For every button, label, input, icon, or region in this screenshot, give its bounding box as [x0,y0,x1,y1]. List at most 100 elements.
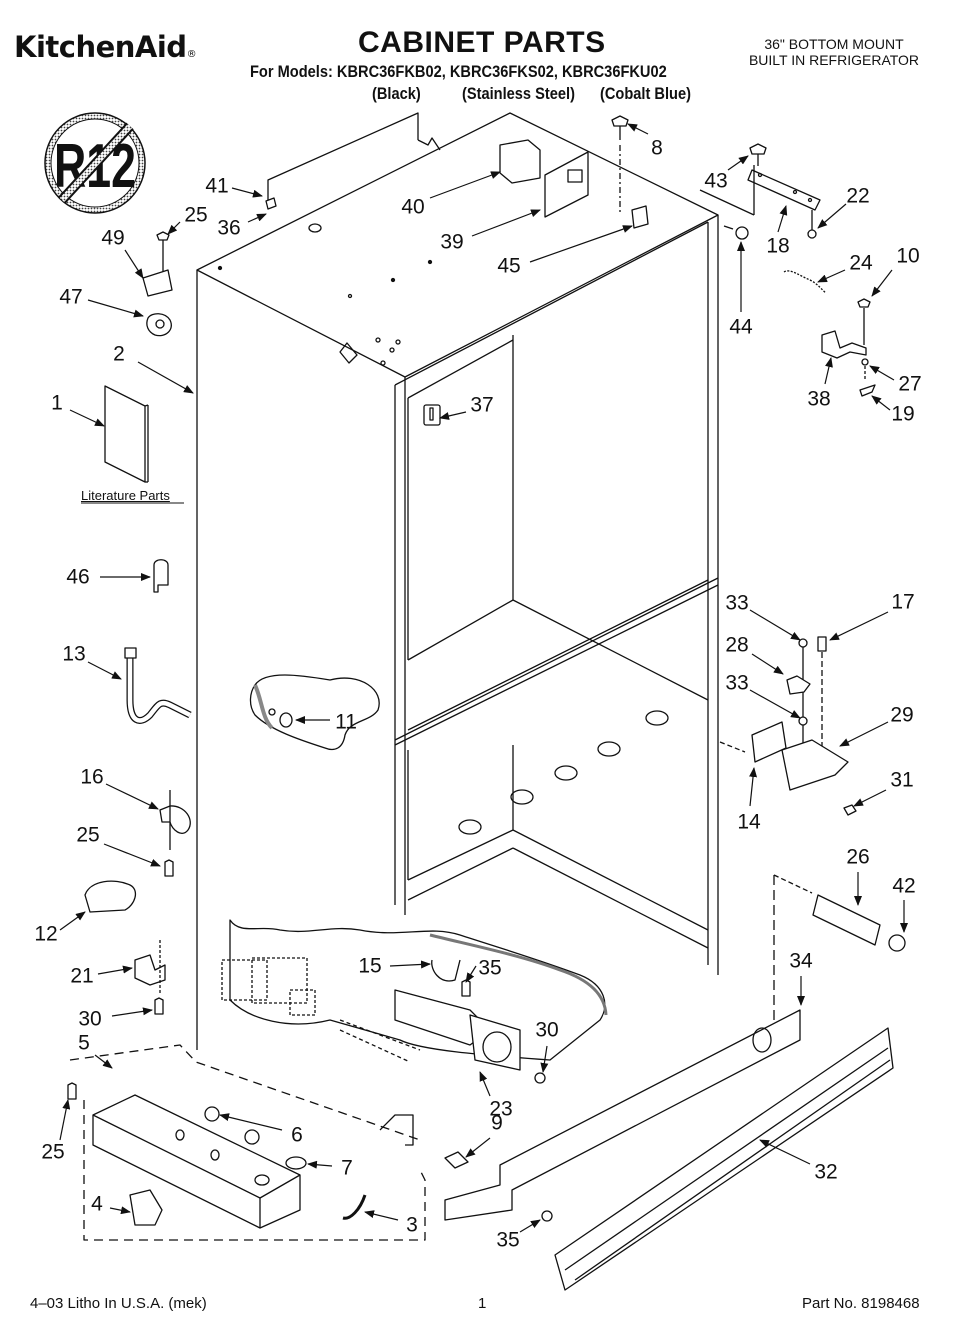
callout-30a: 30 [78,1007,102,1031]
callout-8: 8 [651,136,663,160]
brand-name: KitchenAid [14,30,187,64]
callout-11: 11 [335,710,357,734]
variant-cobalt: (Cobalt Blue) [600,84,691,103]
callout-31: 31 [890,768,914,792]
part-11-plug-cutaway [249,674,380,751]
callout-47: 47 [59,285,83,309]
callout-19: 19 [891,402,915,426]
brand-logo: KitchenAid® [14,30,197,64]
callout-arrow-33b [749,689,801,719]
callout-35b: 35 [496,1228,520,1252]
callout-25a: 25 [184,203,208,227]
callout-arrow-2 [137,361,194,394]
callout-4: 4 [91,1192,103,1216]
models-line: For Models: KBRC36FKB02, KBRC36FKS02, KB… [250,62,667,81]
callout-45: 45 [497,254,521,278]
callout-arrow-29 [839,721,889,747]
variant-stainless: (Stainless Steel) [462,84,575,103]
callout-27: 27 [898,372,922,396]
callout-arrow-31 [853,789,887,807]
callout-arrow-45 [529,225,633,263]
print-info: 4–03 Litho In U.S.A. (mek) [30,1295,207,1312]
callout-arrow-1 [69,409,105,427]
top-parts [142,115,876,397]
callout-25c: 25 [41,1140,65,1164]
callout-arrow-14 [749,767,758,807]
callout-38: 38 [807,387,831,411]
part-number: Part No. 8198468 [802,1295,920,1312]
callout-9: 9 [491,1111,503,1135]
callout-41: 41 [205,174,229,198]
callout-13: 13 [62,642,86,666]
callout-arrow-47 [87,299,144,318]
callout-arrow-9 [465,1137,491,1158]
callout-39: 39 [440,230,464,254]
callout-arrow-27 [869,365,895,381]
callout-arrow-43 [727,155,749,171]
callout-42: 42 [892,874,916,898]
callout-arrow-3 [364,1210,399,1221]
hinge-assembly [719,636,857,816]
callout-arrow-30a [111,1007,153,1017]
callout-arrow-19 [871,395,891,411]
callout-arrow-4 [109,1206,131,1215]
callout-17: 17 [891,590,915,614]
callout-46: 46 [66,565,90,589]
callout-arrow-36 [247,213,267,223]
callout-7: 7 [341,1156,353,1180]
callout-arrow-40 [429,171,501,199]
callout-37: 37 [470,393,494,417]
callout-10: 10 [896,244,920,268]
subtitle-line-2: BUILT IN REFRIGERATOR [748,52,920,68]
callout-arrow-24 [817,269,846,283]
callout-1: 1 [51,391,63,415]
variant-black: (Black) [372,84,421,103]
callout-arrow-33a [749,609,801,641]
callout-arrow-10 [871,269,893,297]
callout-15: 15 [358,954,382,978]
callout-29: 29 [890,703,914,727]
callout-arrow-7 [307,1160,333,1169]
callout-arrow-8 [627,123,649,135]
callout-arrow-18 [777,205,788,233]
cabinet-body [196,112,719,1050]
callout-35a: 35 [478,956,502,980]
callout-5: 5 [78,1031,90,1055]
callout-36: 36 [217,216,241,240]
callout-arrow-21 [97,965,133,975]
callout-arrow-35b [519,1219,541,1233]
callout-arrow-25b [103,843,161,867]
callout-14: 14 [737,810,761,834]
callout-arrow-38 [824,357,833,385]
literature-book [104,385,149,483]
callout-34: 34 [789,949,813,973]
callout-arrow-6 [219,1113,283,1131]
callout-12: 12 [34,922,58,946]
part-5-frame-assembly [67,1044,426,1241]
callout-arrow-49 [124,249,144,279]
callout-arrow-41 [231,187,263,198]
callout-arrow-22 [817,203,847,229]
callout-25b: 25 [76,823,100,847]
callout-arrow-12 [59,911,86,931]
callout-3: 3 [406,1213,418,1237]
callout-21: 21 [70,964,94,988]
callout-22: 22 [846,184,870,208]
part-46-clip [153,559,169,593]
part-26-cylinder [773,874,906,1050]
callout-23: 23 [489,1097,513,1121]
callout-arrow-37 [439,411,467,420]
page-title: CABINET PARTS [358,26,606,59]
callout-49: 49 [101,226,125,250]
callout-33b: 33 [725,671,749,695]
callout-arrow-15 [389,960,431,969]
page-number: 1 [478,1295,487,1312]
subtitle-line-1: 36" BOTTOM MOUNT [764,36,904,52]
part-37-bracket [423,404,441,426]
callout-arrow-13 [87,661,122,680]
callout-40: 40 [401,195,425,219]
callout-arrow-17 [829,611,889,641]
callout-arrow-32 [759,1139,811,1165]
